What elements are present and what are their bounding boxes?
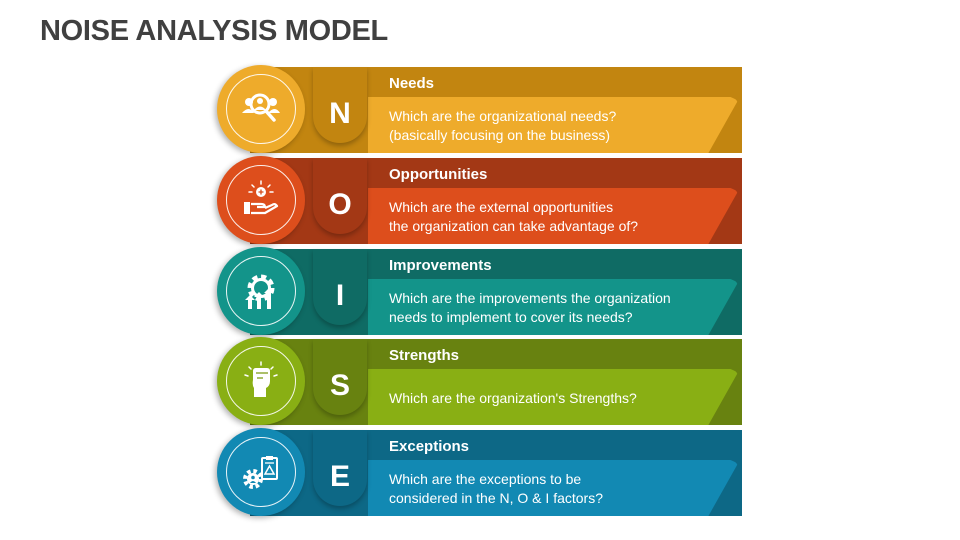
icon-ring (226, 437, 296, 507)
noise-item-exceptions: E Exceptions Which are the exceptions to… (217, 428, 742, 516)
item-heading: Improvements (389, 257, 492, 274)
noise-item-needs: N Needs Which are the organizational nee… (217, 65, 742, 153)
letter-tab (313, 430, 367, 506)
item-description: Which are the organizational needs? (bas… (389, 107, 729, 145)
item-description: Which are the improvements the organizat… (389, 289, 729, 327)
noise-item-strengths: S Strengths Which are the organization's… (217, 337, 742, 425)
band-panel (368, 97, 738, 153)
icon-ring (226, 346, 296, 416)
icon-ring (226, 74, 296, 144)
description-line: Which are the exceptions to be (389, 471, 582, 487)
description-line: (basically focusing on the business) (389, 127, 611, 143)
noise-item-opportunities: O Opportunities Which are the external o… (217, 156, 742, 244)
letter-label: O (328, 188, 352, 221)
noise-item-improvements: I Improvements Which are the improvement… (217, 247, 742, 335)
band-panel (368, 460, 738, 516)
description-line: Which are the improvements the organizat… (389, 290, 671, 306)
gear-clipboard-warning-icon (243, 456, 278, 489)
item-heading: Strengths (389, 347, 460, 364)
icon-circle (217, 65, 305, 153)
description-line: Which are the organization's Strengths? (389, 390, 637, 406)
letter-label: N (329, 97, 351, 130)
icon-circle (217, 337, 305, 425)
icon-circle (217, 247, 305, 335)
letter-tab (313, 339, 367, 415)
description-line: Which are the external opportunities (389, 199, 614, 215)
letter-label: E (329, 460, 350, 493)
band-panel (368, 279, 738, 335)
description-line: considered in the N, O & I factors? (389, 490, 603, 506)
item-heading: Opportunities (389, 166, 488, 183)
description-line: needs to implement to cover its needs? (389, 309, 633, 325)
hand-opportunity-icon (244, 180, 279, 215)
band-panel (368, 188, 738, 244)
letter-tab (313, 67, 367, 143)
page-title: NOISE ANALYSIS MODEL (40, 15, 388, 47)
icon-circle (217, 428, 305, 516)
item-description: Which are the organization's Strengths? (389, 389, 729, 408)
item-description: Which are the external opportunities the… (389, 198, 729, 236)
description-line: the organization can take advantage of? (389, 218, 639, 234)
letter-tab (313, 158, 367, 234)
item-description: Which are the exceptions to be considere… (389, 470, 729, 508)
description-line: Which are the organizational needs? (389, 108, 617, 124)
item-heading: Exceptions (389, 438, 470, 455)
item-heading: Needs (389, 75, 435, 92)
letter-label: I (335, 279, 345, 312)
band-panel (368, 369, 738, 425)
people-search-icon (242, 93, 280, 122)
letter-label: S (329, 369, 350, 402)
icon-ring (226, 165, 296, 235)
icon-circle (217, 156, 305, 244)
fist-strength-icon (244, 361, 278, 397)
gear-growth-icon (245, 274, 275, 309)
icon-ring (226, 256, 296, 326)
letter-tab (313, 249, 367, 325)
